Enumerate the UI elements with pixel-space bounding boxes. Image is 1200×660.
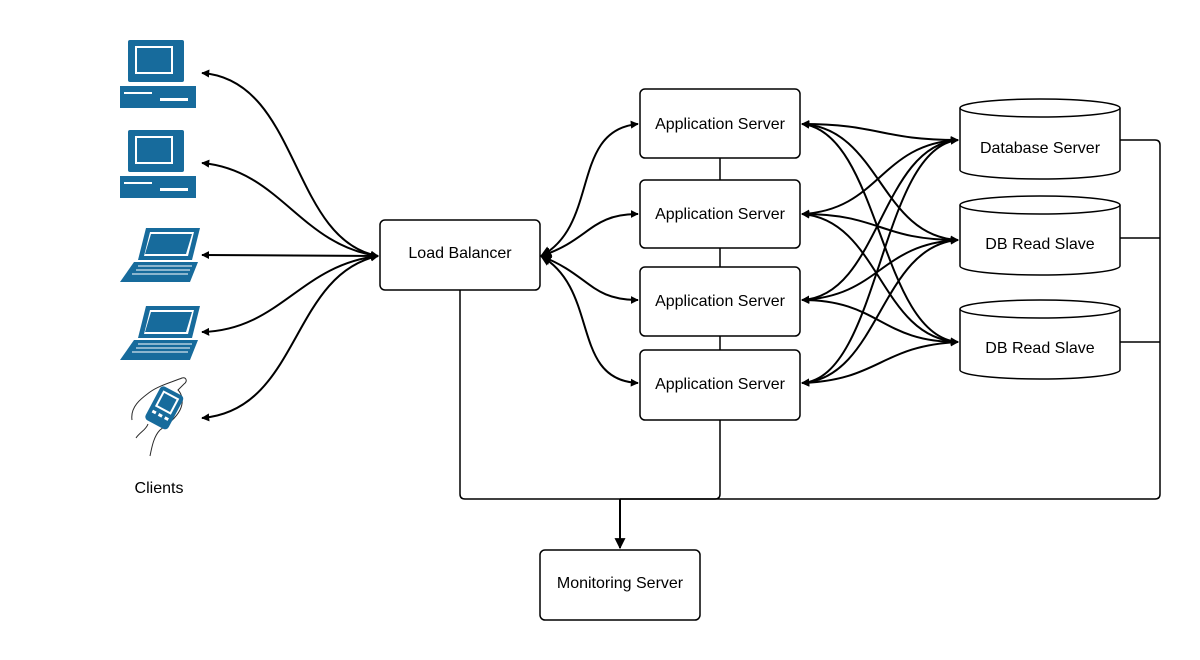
app-db-mesh [801, 120, 959, 387]
monitoring-server-node[interactable]: Monitoring Server [539, 549, 701, 621]
app-1-db-1-connector [801, 120, 959, 144]
laptop-icon [120, 228, 200, 282]
db-read-slave-node[interactable]: DB Read Slave [959, 299, 1121, 380]
load-balancer-label: Load Balancer [408, 245, 512, 262]
app-server-node[interactable]: Application Server [639, 349, 801, 421]
clients-label: Clients [135, 480, 184, 497]
database-label: DB Read Slave [985, 236, 1094, 253]
app-server-label: Application Server [655, 116, 786, 133]
connectors [201, 69, 1161, 550]
db-read-slave-node[interactable]: DB Read Slave [959, 195, 1121, 276]
database-label: DB Read Slave [985, 340, 1094, 357]
lb-monitoring-line [459, 290, 620, 500]
load-balancer-node[interactable]: Load Balancer [379, 219, 541, 291]
lb-app-3-connector [539, 254, 639, 304]
app-server-node[interactable]: Application Server [639, 266, 801, 337]
app-server-label: Application Server [655, 293, 786, 310]
lb-app-2-connector [539, 210, 639, 259]
database-label: Database Server [980, 140, 1101, 157]
handheld-device-icon [131, 377, 187, 457]
desktop-computer-icon [120, 40, 196, 108]
laptop-icon [120, 306, 200, 360]
desktop-computer-icon [120, 130, 196, 198]
lb-app-4-connector [540, 255, 639, 387]
lb-app-1-connector [540, 120, 639, 257]
clients-group: Clients [120, 40, 200, 497]
app-3-db-2-connector [801, 236, 959, 304]
app-server-label: Application Server [655, 206, 786, 223]
app-1-db-3-connector [801, 120, 959, 346]
app-server-label: Application Server [655, 376, 786, 393]
monitoring-server-label: Monitoring Server [557, 575, 684, 592]
app-monitoring-line [620, 420, 721, 500]
database-server-node[interactable]: Database Server [959, 98, 1121, 180]
client-2-lb-connector [201, 159, 379, 259]
app-server-node[interactable]: Application Server [639, 179, 801, 249]
app-server-node[interactable]: Application Server [639, 88, 801, 159]
client-5-lb-connector [201, 253, 379, 422]
app-4-db-3-connector [801, 338, 959, 387]
client-3-lb-connector [201, 251, 379, 260]
client-1-lb-connector [201, 69, 379, 259]
db-monitoring-line [620, 139, 1161, 500]
